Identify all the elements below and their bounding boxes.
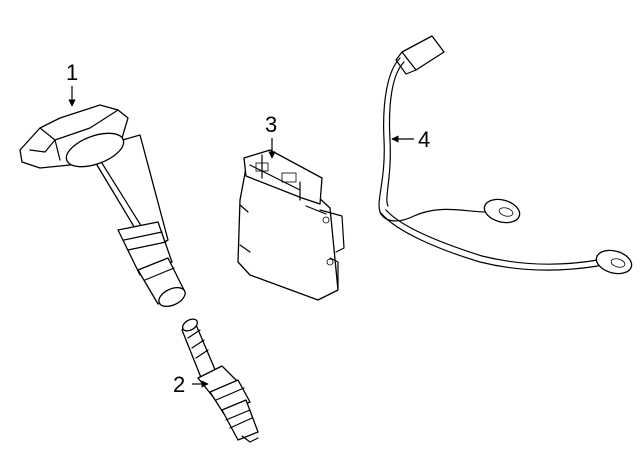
spark-plug[interactable] [181,317,259,443]
ignition-coil[interactable] [19,104,188,310]
callout-2-label[interactable]: 2 [173,372,185,397]
callout-3-label[interactable]: 3 [265,112,277,137]
knock-sensor-harness[interactable] [378,35,634,277]
callout-4-label[interactable]: 4 [418,127,430,152]
callout-1-label[interactable]: 1 [66,60,78,85]
control-module[interactable] [237,149,345,301]
